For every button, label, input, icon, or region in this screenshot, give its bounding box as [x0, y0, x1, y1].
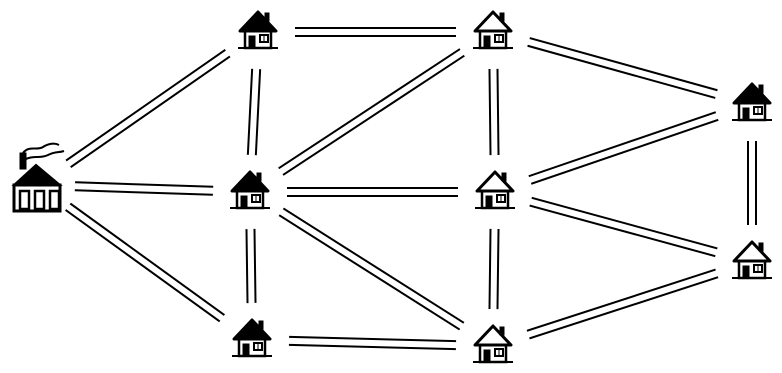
- road-factory-house-bot-1: [66, 204, 223, 321]
- road-line: [498, 70, 499, 154]
- road-line: [528, 270, 715, 331]
- road-house-bot-2-house-right-2: [528, 270, 717, 338]
- house-icon: [473, 12, 513, 48]
- road-line: [280, 216, 459, 329]
- road-line: [490, 70, 491, 154]
- house-icon: [475, 172, 515, 208]
- road-house-top-2-house-mid-2: [490, 70, 499, 154]
- road-line: [490, 230, 491, 308]
- road-factory-house-mid-1: [76, 182, 212, 194]
- road-line: [255, 230, 256, 302]
- road-line: [531, 38, 717, 90]
- road-line: [76, 190, 212, 194]
- road-line: [290, 345, 455, 349]
- road-line: [290, 337, 455, 341]
- road-house-mid-2-house-right-1: [530, 113, 718, 184]
- house-icon: [732, 84, 772, 120]
- road-line: [498, 230, 499, 308]
- house-icon: [232, 320, 272, 356]
- road-line: [284, 209, 463, 322]
- road-line: [247, 230, 248, 302]
- road-line: [284, 56, 464, 174]
- road-line: [72, 57, 230, 167]
- road-line: [66, 211, 219, 321]
- road-house-top-2-house-right-1: [529, 38, 717, 97]
- road-house-mid-1-house-mid-2: [288, 188, 457, 196]
- road-house-mid-1-house-bot-1: [247, 230, 256, 302]
- road-house-top-2-house-mid-1: [280, 50, 464, 175]
- road-line: [532, 120, 717, 183]
- road-factory-house-top-1: [67, 50, 229, 166]
- road-line: [280, 50, 460, 168]
- road-line: [529, 46, 715, 98]
- road-house-top-1-house-top-2: [296, 28, 455, 36]
- road-house-bot-1-house-bot-2: [290, 337, 455, 349]
- road-house-top-1-house-mid-1: [248, 70, 260, 154]
- house-icon: [473, 326, 513, 362]
- road-line: [531, 206, 715, 256]
- road-house-right-1-house-right-2: [748, 142, 756, 224]
- road-line: [67, 50, 225, 160]
- road-house-mid-1-house-bot-2: [280, 209, 463, 329]
- roads-layer: [66, 28, 756, 349]
- road-line: [256, 70, 260, 154]
- house-icon: [230, 172, 270, 208]
- road-line: [533, 198, 717, 248]
- road-line: [76, 182, 212, 186]
- road-house-mid-2-house-right-2: [531, 198, 717, 256]
- road-line: [71, 204, 224, 314]
- road-line: [530, 113, 715, 176]
- house-icon: [732, 242, 772, 278]
- road-line: [530, 278, 717, 339]
- house-icon: [238, 12, 278, 48]
- road-house-mid-2-house-bot-2: [490, 230, 499, 308]
- factory-icon: [14, 144, 64, 211]
- road-line: [248, 70, 252, 154]
